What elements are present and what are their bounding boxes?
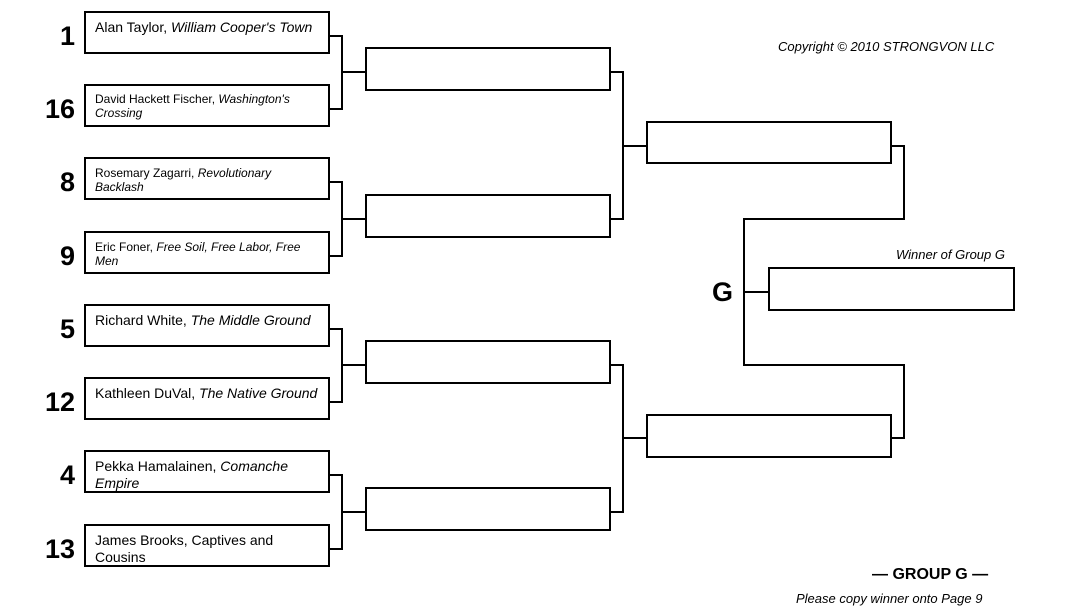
seed-number: 4 [59, 460, 75, 490]
entry-author: Pekka Hamalainen, [95, 458, 221, 474]
seed-number: 9 [59, 241, 75, 271]
seed-number: 8 [59, 167, 75, 197]
bracket-entry: Kathleen DuVal, The Native Ground [84, 377, 330, 420]
bracket-entry: Eric Foner, Free Soil, Free Labor, Free … [84, 231, 330, 274]
entry-author: Kathleen DuVal, [95, 385, 200, 401]
round2-slot [365, 487, 611, 531]
winner-label: Winner of Group G [896, 247, 1005, 262]
bracket-entry: James Brooks, Captives and Cousins [84, 524, 330, 567]
entry-book: Washington's Crossing [95, 92, 290, 121]
round3-slot [646, 414, 892, 458]
round2-slot [365, 194, 611, 238]
entry-book: Comanche Empire [95, 458, 288, 491]
entry-book: The Middle Ground [190, 312, 311, 328]
seed-number: 12 [44, 387, 75, 417]
entry-book: Free Soil, Free Labor, Free Men [95, 240, 301, 269]
round3-slot [646, 121, 892, 164]
entry-book: William Cooper's Town [171, 19, 313, 35]
entry-author: Alan Taylor, [95, 19, 172, 35]
entry-book: The Native Ground [199, 385, 318, 401]
seed-number: 13 [44, 534, 75, 564]
seed-number: 5 [59, 314, 75, 344]
bracket-entry: Alan Taylor, William Cooper's Town [84, 11, 330, 54]
entry-author: David Hackett Fischer, [95, 92, 219, 106]
copyright-notice: Copyright © 2010 STRONGVON LLC [778, 39, 995, 54]
footer-note: Please copy winner onto Page 9 [796, 591, 983, 606]
entry-book: Revolutionary Backlash [95, 166, 272, 195]
bracket-entry: Pekka Hamalainen, Comanche Empire [84, 450, 330, 493]
group-label: — GROUP G — [872, 566, 989, 583]
seed-number: 16 [44, 94, 75, 124]
group-winner-slot [768, 267, 1015, 311]
bracket-entry: David Hackett Fischer, Washington's Cros… [84, 84, 330, 127]
region-letter: G [712, 277, 734, 307]
seed-number: 1 [59, 21, 75, 51]
entry-author: James Brooks, Captives and Cousins [95, 532, 274, 565]
bracket-entry: Rosemary Zagarri, Revolutionary Backlash [84, 157, 330, 200]
entry-author: Richard White, [95, 312, 191, 328]
bracket-entry: Richard White, The Middle Ground [84, 304, 330, 347]
round2-slot [365, 340, 611, 384]
entry-author: Eric Foner, [95, 240, 157, 254]
round2-slot [365, 47, 611, 91]
entry-author: Rosemary Zagarri, [95, 166, 198, 180]
